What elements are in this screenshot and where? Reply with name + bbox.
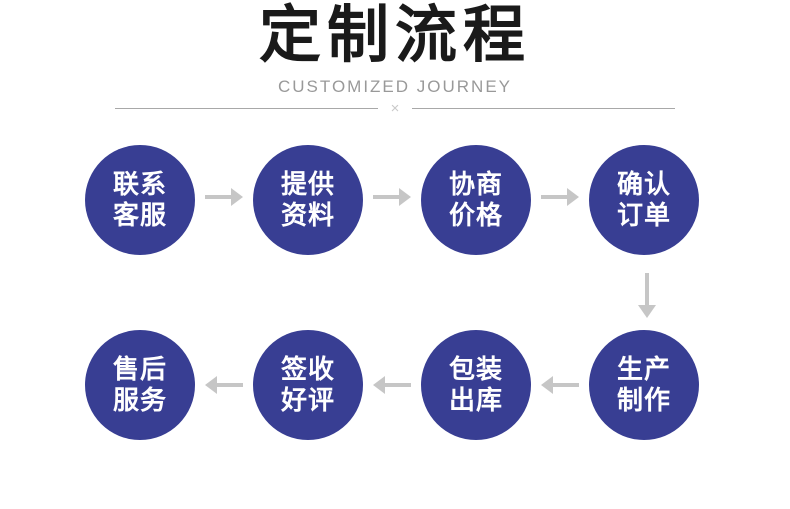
arrow-right-icon [205,188,243,206]
arrow-right-icon [541,188,579,206]
divider-line-right [412,107,676,109]
arrow-left-icon [373,376,411,394]
step-label-line: 出库 [448,385,503,415]
arrow-left-icon [205,376,243,394]
step-label-line: 好评 [280,385,335,415]
step-label-line: 协商 [448,169,503,199]
arrow-down-icon [638,273,656,318]
divider-line-left [115,107,378,109]
step-label-line: 生产 [616,354,671,384]
step-label-line: 提供 [280,169,335,199]
step-label-line: 资料 [280,200,335,230]
arrow-left-icon [541,376,579,394]
page-subtitle: CUSTOMIZED JOURNEY [277,77,513,96]
step-after-sales-service: 售后 服务 [85,330,195,440]
step-provide-materials: 提供 资料 [253,145,363,255]
divider: × [115,99,676,117]
step-confirm-order: 确认 订单 [589,145,699,255]
step-label-line: 价格 [448,200,503,230]
step-label-line: 服务 [112,385,167,415]
step-production: 生产 制作 [589,330,699,440]
step-label-line: 联系 [112,169,167,199]
arrow-right-icon [373,188,411,206]
step-contact-service: 联系 客服 [85,145,195,255]
step-sign-and-review: 签收 好评 [253,330,363,440]
step-pack-and-ship: 包装 出库 [421,330,531,440]
step-label-line: 包装 [448,354,503,384]
step-label-line: 确认 [616,169,671,199]
x-divider-icon: × [390,99,400,117]
step-label-line: 签收 [280,354,335,384]
step-label-line: 售后 [112,354,167,384]
step-label-line: 制作 [616,385,671,415]
page-title: 定制流程 [258,1,531,70]
step-negotiate-price: 协商 价格 [421,145,531,255]
step-label-line: 客服 [112,200,167,230]
step-label-line: 订单 [616,200,671,230]
